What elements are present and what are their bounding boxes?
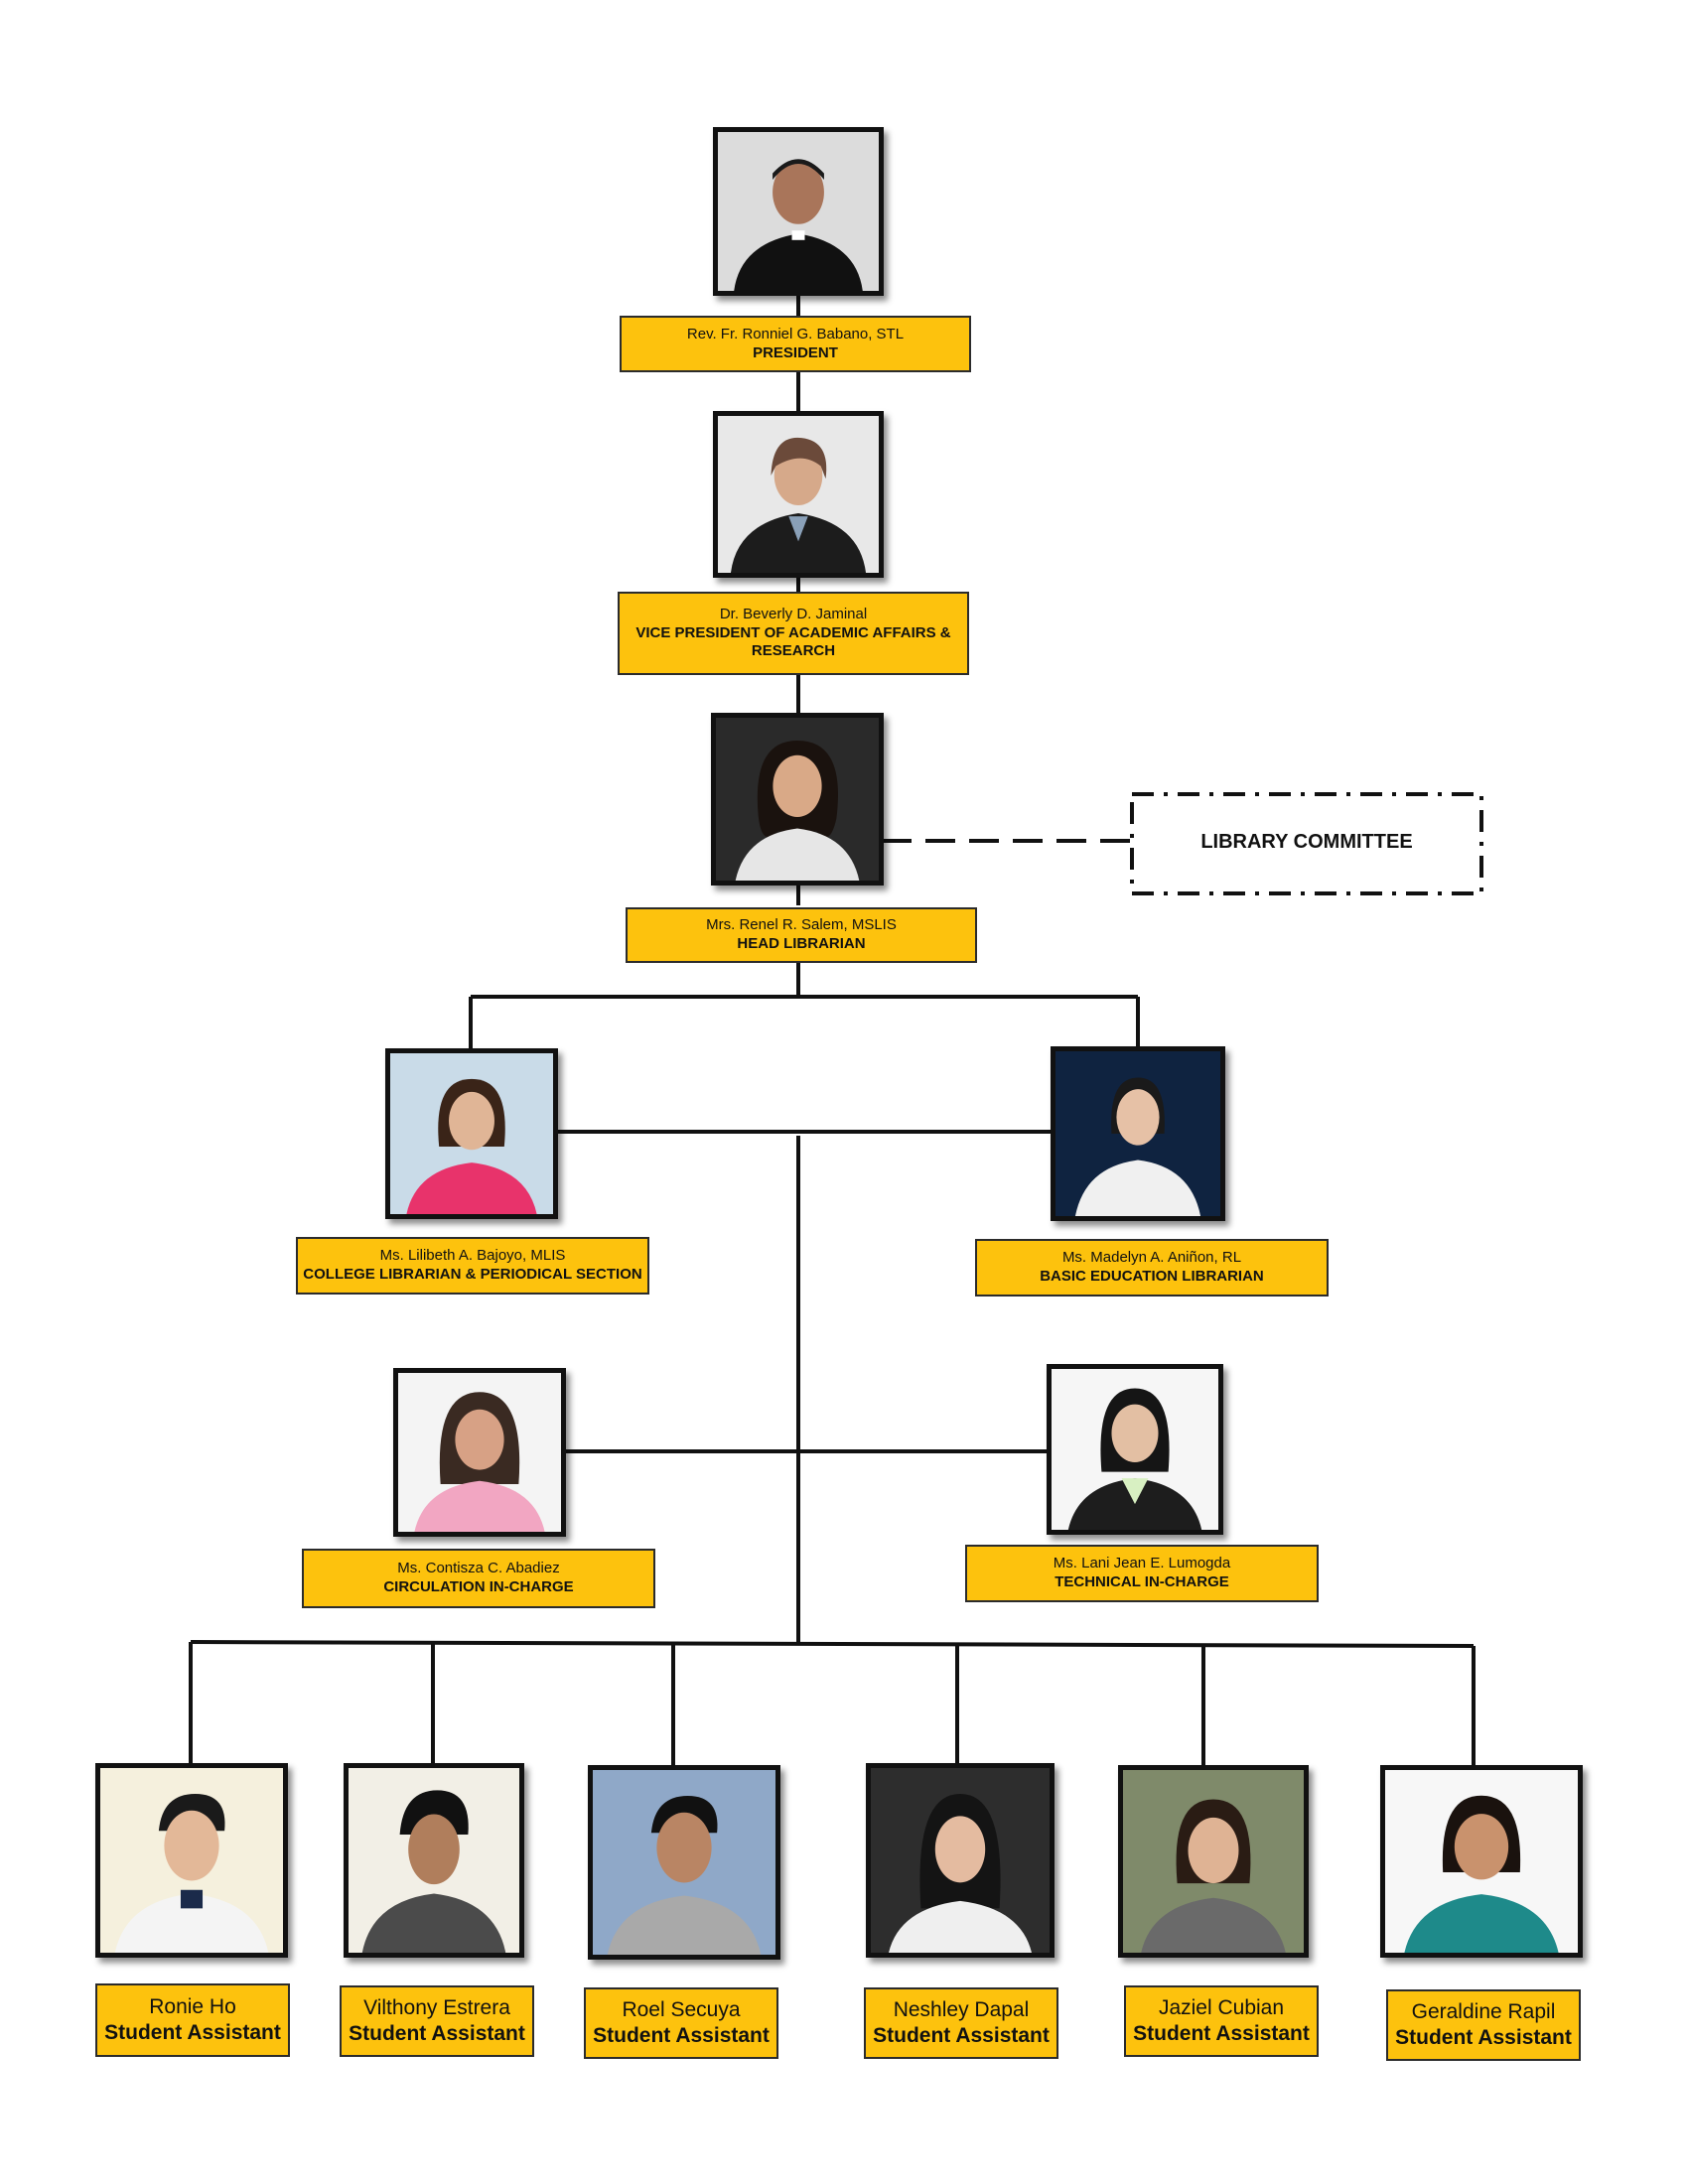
student-label-1: Ronie Ho Student Assistant	[95, 1983, 290, 2057]
woman-portrait-icon	[1055, 1051, 1220, 1216]
student-label-3: Roel Secuya Student Assistant	[584, 1987, 778, 2059]
library-committee: LIBRARY COMMITTEE	[1200, 830, 1413, 853]
woman-portrait-icon	[1123, 1770, 1304, 1953]
basic-librarian-photo	[1051, 1046, 1225, 1221]
student-label-4: Neshley Dapal Student Assistant	[864, 1987, 1058, 2059]
circulation-photo	[393, 1368, 566, 1537]
college-librarian-name: Ms. Lilibeth A. Bajoyo, MLIS	[379, 1247, 566, 1265]
student-photo-4	[866, 1763, 1055, 1958]
woman-portrait-icon	[1052, 1369, 1218, 1530]
student-label-5: Jaziel Cubian Student Assistant	[1124, 1985, 1319, 2057]
basic-librarian-role: BASIC EDUCATION LIBRARIAN	[1040, 1268, 1264, 1285]
technical-photo	[1047, 1364, 1223, 1535]
student-role-4: Student Assistant	[873, 2024, 1050, 2047]
technical-name: Ms. Lani Jean E. Lumogda	[1053, 1555, 1231, 1572]
basic-librarian-label: Ms. Madelyn A. Aniñon, RL BASIC EDUCATIO…	[975, 1239, 1329, 1297]
student-name-5: Jaziel Cubian	[1158, 1995, 1285, 2019]
student-role-6: Student Assistant	[1395, 2026, 1572, 2049]
woman-portrait-icon	[718, 416, 879, 573]
student-photo-2	[344, 1763, 524, 1958]
technical-role: TECHNICAL IN-CHARGE	[1055, 1573, 1229, 1590]
woman-portrait-icon	[1385, 1770, 1578, 1953]
president-label: Rev. Fr. Ronniel G. Babano, STL PRESIDEN…	[620, 316, 971, 372]
student-bus	[190, 1640, 1475, 1648]
vp-label: Dr. Beverly D. Jaminal VICE PRESIDENT OF…	[618, 592, 969, 675]
head-librarian-name: Mrs. Renel R. Salem, MSLIS	[706, 916, 897, 934]
vp-role: VICE PRESIDENT OF ACADEMIC AFFAIRS & RES…	[635, 623, 951, 660]
basic-librarian-name: Ms. Madelyn A. Aniñon, RL	[1061, 1249, 1242, 1267]
vp-photo	[713, 411, 884, 578]
circulation-role: CIRCULATION IN-CHARGE	[383, 1578, 574, 1595]
man-portrait-icon	[593, 1770, 775, 1955]
president-name: Rev. Fr. Ronniel G. Babano, STL	[686, 325, 905, 342]
student-name-6: Geraldine Rapil	[1411, 1999, 1556, 2023]
student-photo-5	[1118, 1765, 1309, 1958]
college-librarian-label: Ms. Lilibeth A. Bajoyo, MLIS COLLEGE LIB…	[296, 1237, 649, 1295]
technical-label: Ms. Lani Jean E. Lumogda TECHNICAL IN-CH…	[965, 1545, 1319, 1602]
student-photo-1	[95, 1763, 288, 1958]
student-photo-6	[1380, 1765, 1583, 1958]
woman-portrait-icon	[716, 718, 879, 881]
student-role-1: Student Assistant	[104, 2021, 281, 2044]
circulation-name: Ms. Contisza C. Abadiez	[397, 1560, 560, 1577]
committee-dashed-box	[1130, 792, 1483, 895]
student-role-2: Student Assistant	[349, 2022, 525, 2045]
woman-portrait-icon	[390, 1053, 553, 1214]
man-portrait-icon	[349, 1768, 519, 1953]
president-role: PRESIDENT	[753, 343, 838, 361]
student-name-3: Roel Secuya	[622, 1997, 741, 2021]
student-label-6: Geraldine Rapil Student Assistant	[1386, 1989, 1581, 2061]
man-portrait-icon	[100, 1768, 283, 1953]
vp-name: Dr. Beverly D. Jaminal	[719, 605, 868, 622]
college-librarian-role: COLLEGE LIBRARIAN & PERIODICAL SECTION	[303, 1266, 642, 1283]
student-name-1: Ronie Ho	[149, 1994, 236, 2018]
circulation-label: Ms. Contisza C. Abadiez CIRCULATION IN-C…	[302, 1549, 655, 1608]
student-name-4: Neshley Dapal	[893, 1997, 1030, 2021]
woman-portrait-icon	[871, 1768, 1050, 1953]
student-label-2: Vilthony Estrera Student Assistant	[340, 1985, 534, 2057]
head-librarian-label: Mrs. Renel R. Salem, MSLIS HEAD LIBRARIA…	[626, 907, 977, 963]
student-photo-3	[588, 1765, 780, 1960]
woman-portrait-icon	[398, 1373, 561, 1532]
student-role-3: Student Assistant	[593, 2024, 770, 2047]
president-photo	[713, 127, 884, 296]
student-name-2: Vilthony Estrera	[363, 1995, 510, 2019]
college-librarian-photo	[385, 1048, 558, 1219]
student-role-5: Student Assistant	[1133, 2022, 1310, 2045]
priest-portrait-icon	[718, 132, 879, 291]
head-librarian-photo	[711, 713, 884, 886]
head-librarian-role: HEAD LIBRARIAN	[737, 935, 866, 952]
